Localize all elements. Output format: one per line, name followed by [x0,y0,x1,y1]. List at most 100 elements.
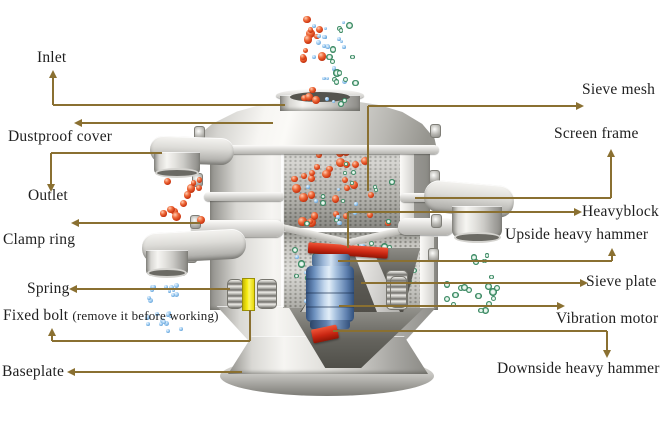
particle-green [297,260,306,268]
label-sieve-plate: Sieve plate [586,273,657,291]
particle-red [291,175,298,183]
particle-blue [166,328,171,333]
leader-screen-frame-seg0 [415,197,611,199]
particle-green [341,198,346,204]
outlet-spout-lower-opening [147,268,187,278]
particle-green [329,46,337,53]
particle-red [298,217,307,226]
particle-red [303,35,313,44]
particle-red [171,212,181,222]
particle-blue [324,97,329,102]
particle-green [474,292,482,300]
particle-blue [311,54,316,59]
particle-blue [164,321,170,327]
particle-red [314,33,320,40]
label-text: Clamp ring [3,231,76,248]
particle-red [179,200,188,208]
particle-green [343,76,349,82]
particle-red [307,219,314,225]
particle-blue [337,220,343,226]
particle-green [489,274,494,280]
particle-red [292,184,302,194]
fixed-bolt-part [242,278,255,311]
particle-green [491,295,497,301]
particle-green [352,79,360,87]
inlet-opening [290,92,350,102]
particle-blue [336,215,340,219]
label-text: Sieve plate [586,273,657,290]
particle-blue [342,45,346,49]
label-text: Outlet [28,187,68,204]
particle-blue [331,99,336,104]
particle-red [190,180,197,186]
particle-red [196,177,203,183]
label-vibration-motor: Vibration motor [556,310,658,328]
particle-red [317,52,327,61]
arrowhead-baseplate [67,368,75,376]
particle-red [321,169,331,179]
particle-blue [322,76,326,81]
particle-red [332,210,339,217]
label-text: Upside heavy hammer [505,226,649,243]
particle-red [344,184,351,191]
clamp-bolt-7 [431,214,442,228]
particle-blue [148,297,154,303]
particle-green [386,244,392,250]
particle-green [485,300,493,308]
particle-green [346,22,354,30]
particle-green [334,79,340,85]
leader-sieve-mesh-seg1 [368,105,576,107]
particle-red [316,25,324,33]
particle-green [457,285,464,292]
label-sieve-mesh: Sieve mesh [582,81,655,99]
particle-green [466,286,473,294]
particle-green [334,217,339,222]
motor-top-cap [312,254,350,267]
particle-blue [163,285,168,290]
label-text: Baseplate [2,363,65,380]
particle-blue [174,282,180,288]
particle-red [336,157,346,167]
label-text: Inlet [37,49,67,66]
particle-blue [173,291,179,297]
particle-red [160,210,167,217]
label-screen-frame: Screen frame [554,125,639,143]
leader-outlet-seg0 [51,152,162,154]
leader-heavyblock-seg0 [347,212,349,248]
particle-green [481,306,490,314]
particle-red [351,160,360,169]
particle-green [320,200,326,206]
particle-green [342,97,348,103]
particle-red [300,53,307,60]
arrowhead-downside-heavy-hammer [603,350,611,358]
particle-blue [324,27,328,31]
leader-downside-heavy-hammer-seg0 [333,330,607,332]
particle-green [326,53,333,61]
particle-blue [171,288,176,293]
particle-green [344,161,349,166]
particle-blue [304,270,308,275]
leader-sieve-plate-seg0 [361,282,580,284]
label-downside-heavy-hammer: Downside heavy hammer [497,360,660,378]
leader-heavyblock-seg1 [348,211,574,213]
particle-blue [155,311,160,316]
particle-green [368,240,375,247]
particle-green [478,307,484,314]
particle-blue [341,20,346,24]
leader-screen-frame-seg1 [610,157,612,198]
clamp-bolt-5 [430,124,441,138]
leader-clamp-ring-seg0 [79,222,200,224]
particle-blue [303,298,308,303]
particle-green [332,68,341,77]
particle-blue [305,185,310,190]
particle-blue [171,292,176,297]
particle-green [291,246,298,253]
particle-green [443,295,451,303]
particle-blue [313,198,318,203]
leader-fixed-bolt-seg2 [51,336,53,341]
particle-red [167,205,175,213]
label-text: Screen frame [554,125,639,142]
particle-red [350,181,359,190]
particle-red [331,195,340,203]
particle-blue [149,288,154,293]
